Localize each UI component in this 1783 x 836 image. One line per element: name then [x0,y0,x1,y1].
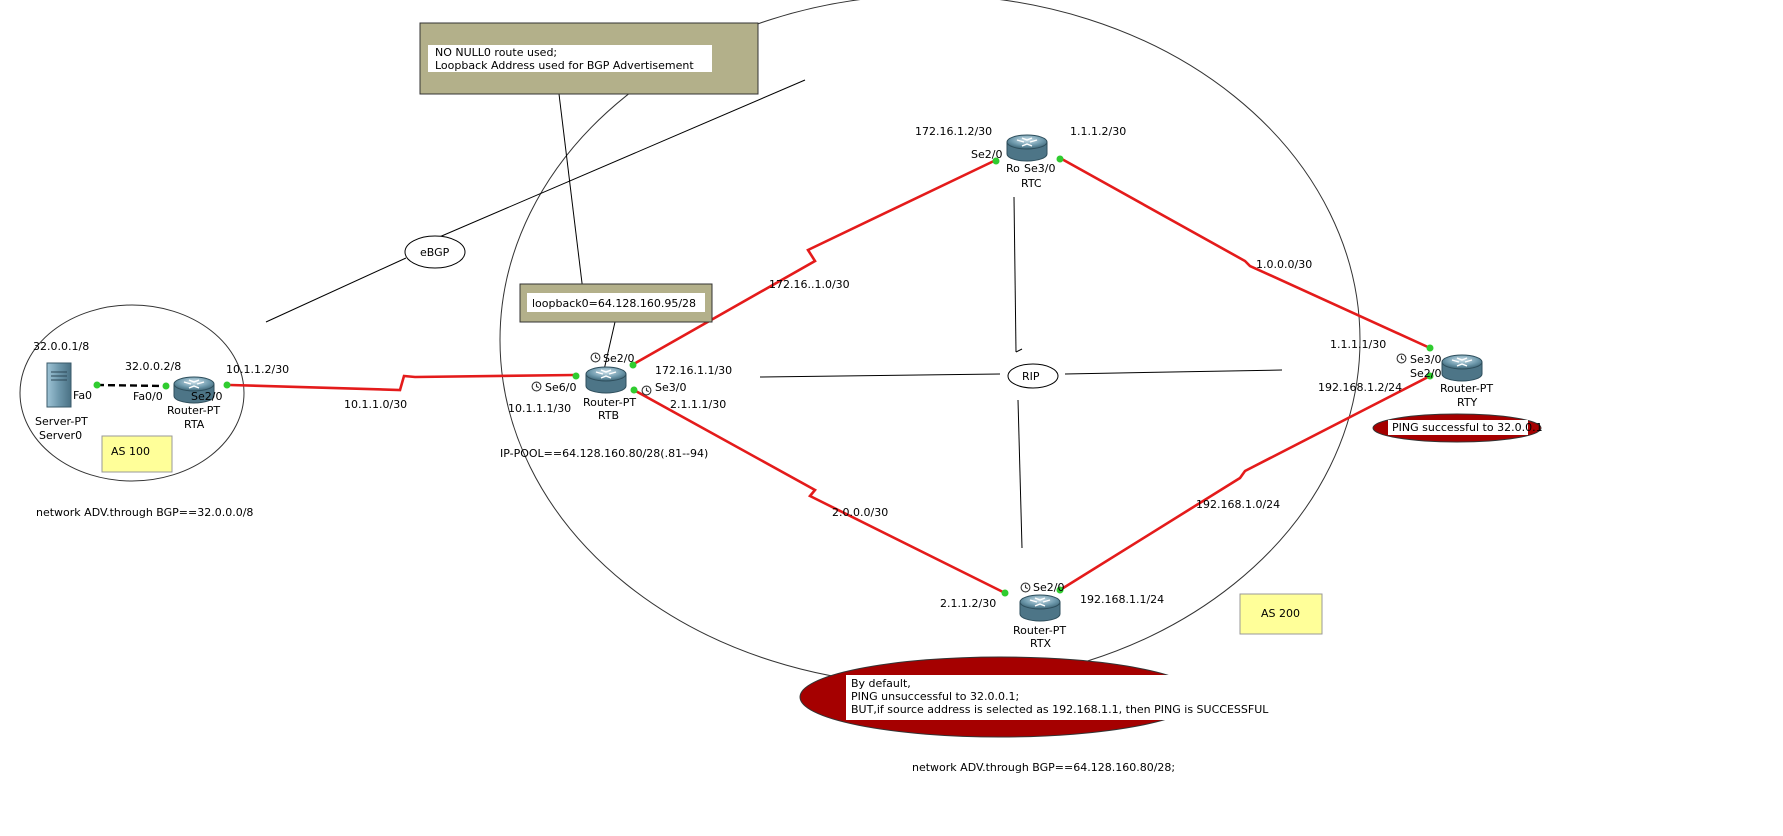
annotation-lines [265,79,1283,549]
rty-port-se3: Se3/0 [1410,353,1441,366]
as200-label: AS 200 [1261,607,1300,620]
ping-default-line-3: BUT,if source address is selected as 192… [851,703,1269,716]
port-indicators [93,155,1434,597]
rty-ip-se2: 192.168.1.2/24 [1318,381,1402,394]
link-rta-rtb [229,373,575,392]
router-icon-rtb[interactable] [585,366,627,394]
rta-ip-fa: 32.0.0.2/8 [125,360,181,373]
rtx-ip-left: 2.1.1.2/30 [940,597,996,610]
clock-icon [590,352,601,363]
rip-label: RIP [1022,370,1040,383]
rtx-name: RTX [1030,637,1052,650]
clock-icon [1396,353,1407,364]
server-name: Server0 [39,429,82,442]
link-server-rta [96,383,167,388]
as100-label: AS 100 [111,445,150,458]
as100-region [19,304,245,482]
link-rtx-rty [1059,374,1431,592]
clock-icon [641,385,652,396]
rtx-type: Router-PT [1013,624,1066,637]
rtc-port-se2: Se2/0 [971,148,1002,161]
rtb-ip-se3: 2.1.1.1/30 [670,398,726,411]
rty-name: RTY [1457,396,1478,409]
rtb-ip-se6: 10.1.1.1/30 [508,402,571,415]
net-rta-rtb: 10.1.1.0/30 [344,398,407,411]
net-rtx-rty: 192.168.1.0/24 [1196,498,1280,511]
rta-name: RTA [184,418,205,431]
rtx-port-se2: Se2/0 [1033,581,1064,594]
rta-port-se: Se2/0 [191,390,222,403]
as200-region [499,0,1361,686]
link-rtb-rtc [631,158,997,367]
ebgp-label: eBGP [420,246,450,259]
clock-icon [531,381,542,392]
net-adv-as100: network ADV.through BGP==32.0.0.0/8 [36,506,253,519]
rty-type: Router-PT [1440,382,1493,395]
null-route-line-2: Loopback Address used for BGP Advertisem… [435,59,694,72]
as100-box [101,435,173,473]
router-icon-rtc[interactable] [1006,134,1048,162]
link-rtc-rty [1059,156,1431,350]
net-rtc-rty: 1.0.0.0/30 [1256,258,1312,271]
as200-box [1239,593,1323,635]
loopback-label: loopback0=64.128.160.95/28 [532,297,696,310]
rtb-ip-se2: 172.16.1.1/30 [655,364,732,377]
router-icon-rtx[interactable] [1019,594,1061,622]
rtx-ip-right: 192.168.1.1/24 [1080,593,1164,606]
server-ip: 32.0.0.1/8 [33,340,89,353]
net-rtb-rtc: 172.16..1.0/30 [769,278,850,291]
rta-ip-se: 10.1.1.2/30 [226,363,289,376]
null-route-line-1: NO NULL0 route used; [435,46,557,59]
ebgp-bubble [404,235,466,269]
rtb-name: RTB [598,409,619,422]
server-port: Fa0 [73,389,92,402]
rtb-port-se3: Se3/0 [655,381,686,394]
rtb-port-se6: Se6/0 [545,381,576,394]
rtc-name: RTC [1021,177,1042,190]
rtb-type: Router-PT [583,396,636,409]
rtb-port-se2: Se2/0 [603,352,634,365]
ping-rty-label: PING successful to 32.0.0.1 [1392,421,1543,434]
net-rtb-rtx: 2.0.0.0/30 [832,506,888,519]
ip-pool-label: IP-POOL==64.128.160.80/28(.81--94) [500,447,708,460]
router-icon-rty[interactable] [1441,354,1483,382]
rty-port-se2: Se2/0 [1410,367,1441,380]
clock-icon [1020,582,1031,593]
server-type: Server-PT [35,415,88,428]
link-rtb-rtx [631,387,1006,595]
rty-ip-se3: 1.1.1.1/30 [1330,338,1386,351]
ping-default-line-1: By default, [851,677,911,690]
rta-type: Router-PT [167,404,220,417]
serial-links [229,156,1431,595]
rtc-ip-right: 1.1.1.2/30 [1070,125,1126,138]
ping-default-line-2: PING unsuccessful to 32.0.0.1; [851,690,1019,703]
net-adv-as200: network ADV.through BGP==64.128.160.80/2… [912,761,1175,774]
rta-port-fa: Fa0/0 [133,390,163,403]
rtc-port-se3: Se3/0 [1024,162,1055,175]
rip-bubble [1007,363,1059,389]
rtc-ip-left: 172.16.1.2/30 [915,125,992,138]
server-icon[interactable] [46,362,72,408]
rtc-type: Ro [1006,162,1020,175]
